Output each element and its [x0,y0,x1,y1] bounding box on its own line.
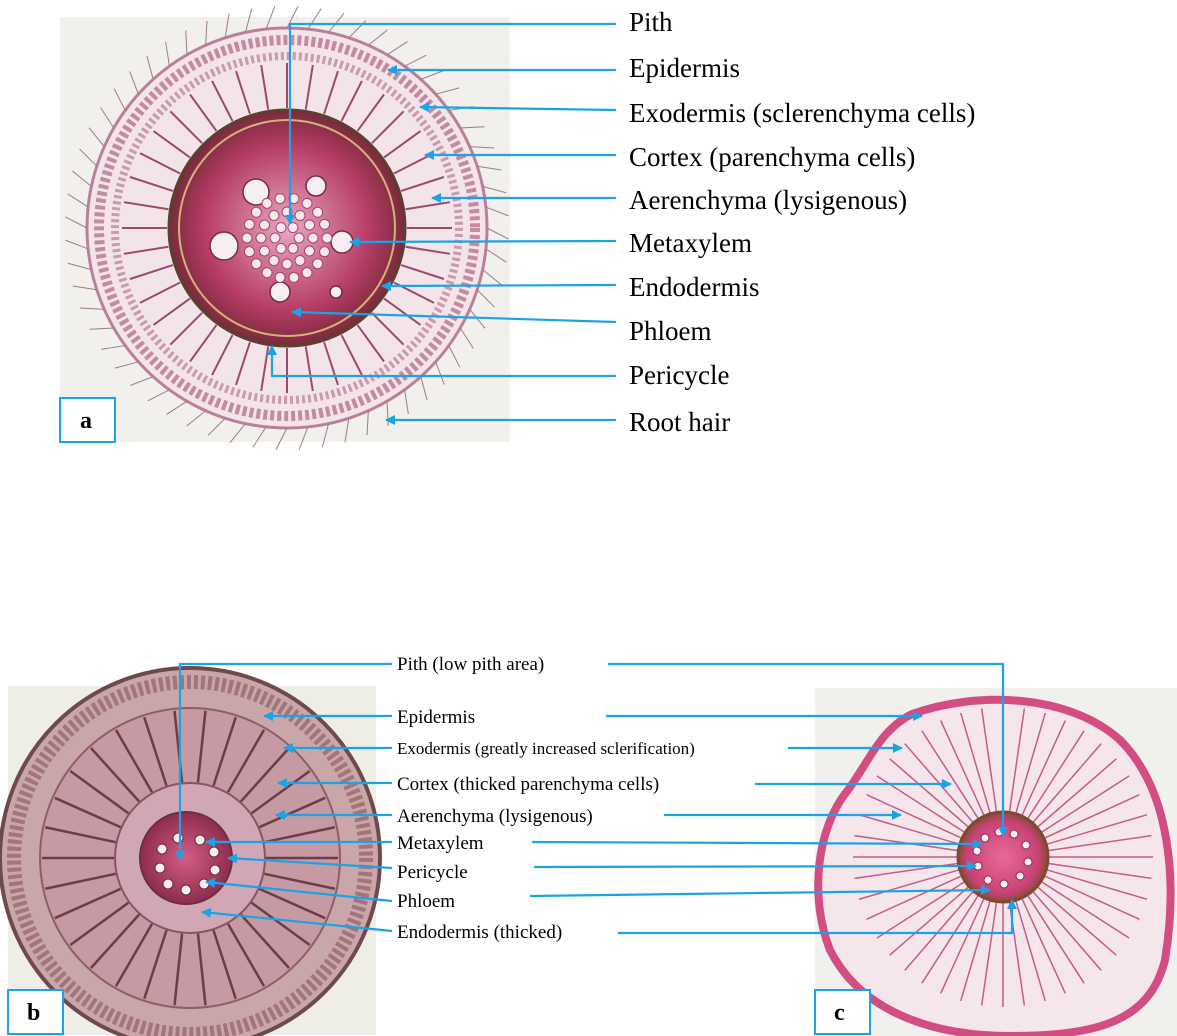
panel-bc-labels: Pith (low pith area) Epidermis Exodermis… [397,654,695,943]
pith-cell [251,259,261,269]
pith-cell [302,268,312,278]
pith-cell [256,233,266,243]
label-a-pith: Pith [629,7,673,37]
label-a-exodermis: Exodermis (sclerenchyma cells) [629,98,975,128]
pith-cell [262,198,272,208]
pith-cell [322,233,332,243]
pith-cell [270,233,280,243]
label-a-pericycle: Pericycle [629,360,729,390]
pith-cell [320,219,330,229]
pith-cell [262,268,272,278]
label-a-cortex: Cortex (parenchyma cells) [629,142,915,172]
label-bc-cortex: Cortex (thicked parenchyma cells) [397,774,659,795]
pith-cell [302,198,312,208]
panel-c-letter: c [834,1000,845,1026]
arrow-a-endodermis [382,285,616,286]
label-a-phloem: Phloem [629,316,712,346]
pith-cell [282,259,292,269]
pith-cell [269,256,279,266]
label-bc-metaxylem: Metaxylem [397,833,484,854]
pith-cell [313,259,323,269]
label-a-metaxylem: Metaxylem [629,228,752,258]
pith-cell [275,194,285,204]
label-bc-epidermis: Epidermis [397,707,475,728]
pith-cell [295,256,305,266]
pith-cell [259,246,269,256]
label-bc-pericycle: Pericycle [397,862,468,883]
label-a-aerenchyma: Aerenchyma (lysigenous) [629,185,907,215]
pith-cell [305,220,315,230]
pith-cell [294,233,304,243]
panel-a-labels: Pith Epidermis Exodermis (sclerenchyma c… [629,7,975,437]
pith-cell [276,243,286,253]
panel-a-letter: a [80,408,92,434]
label-bc-aerenchyma: Aerenchyma (lysigenous) [397,806,593,827]
panel-b-letter: b [27,1000,40,1026]
label-bc-pith: Pith (low pith area) [397,654,544,675]
pith-cell [242,233,252,243]
pith-cell [295,210,305,220]
pith-cell [244,247,254,257]
pith-cell [289,272,299,282]
label-a-root-hair: Root hair [629,407,730,437]
pith-cell [251,207,261,217]
label-bc-phloem: Phloem [397,891,455,912]
pith-cell [320,247,330,257]
panel-c-micrograph [815,688,1177,1036]
pith-cell [244,219,254,229]
label-bc-endodermis: Endodermis (thicked) [397,922,562,943]
pith-cell [313,207,323,217]
label-a-endodermis: Endodermis [629,272,759,302]
label-bc-exodermis: Exodermis (greatly increased sclerificat… [397,739,695,758]
pith-cell [288,223,298,233]
pith-cell [305,246,315,256]
pith-cell [259,220,269,230]
panel-b-micrograph [0,668,380,1036]
pith-cell [275,272,285,282]
arrow-a-metaxylem [350,241,616,242]
pith-cell [308,233,318,243]
pith-cell [269,210,279,220]
label-a-epidermis: Epidermis [629,53,740,83]
arrow-c-pericycle [534,866,976,867]
panel-a-micrograph [60,6,510,449]
pith-cell [276,223,286,233]
pith-cell [288,243,298,253]
